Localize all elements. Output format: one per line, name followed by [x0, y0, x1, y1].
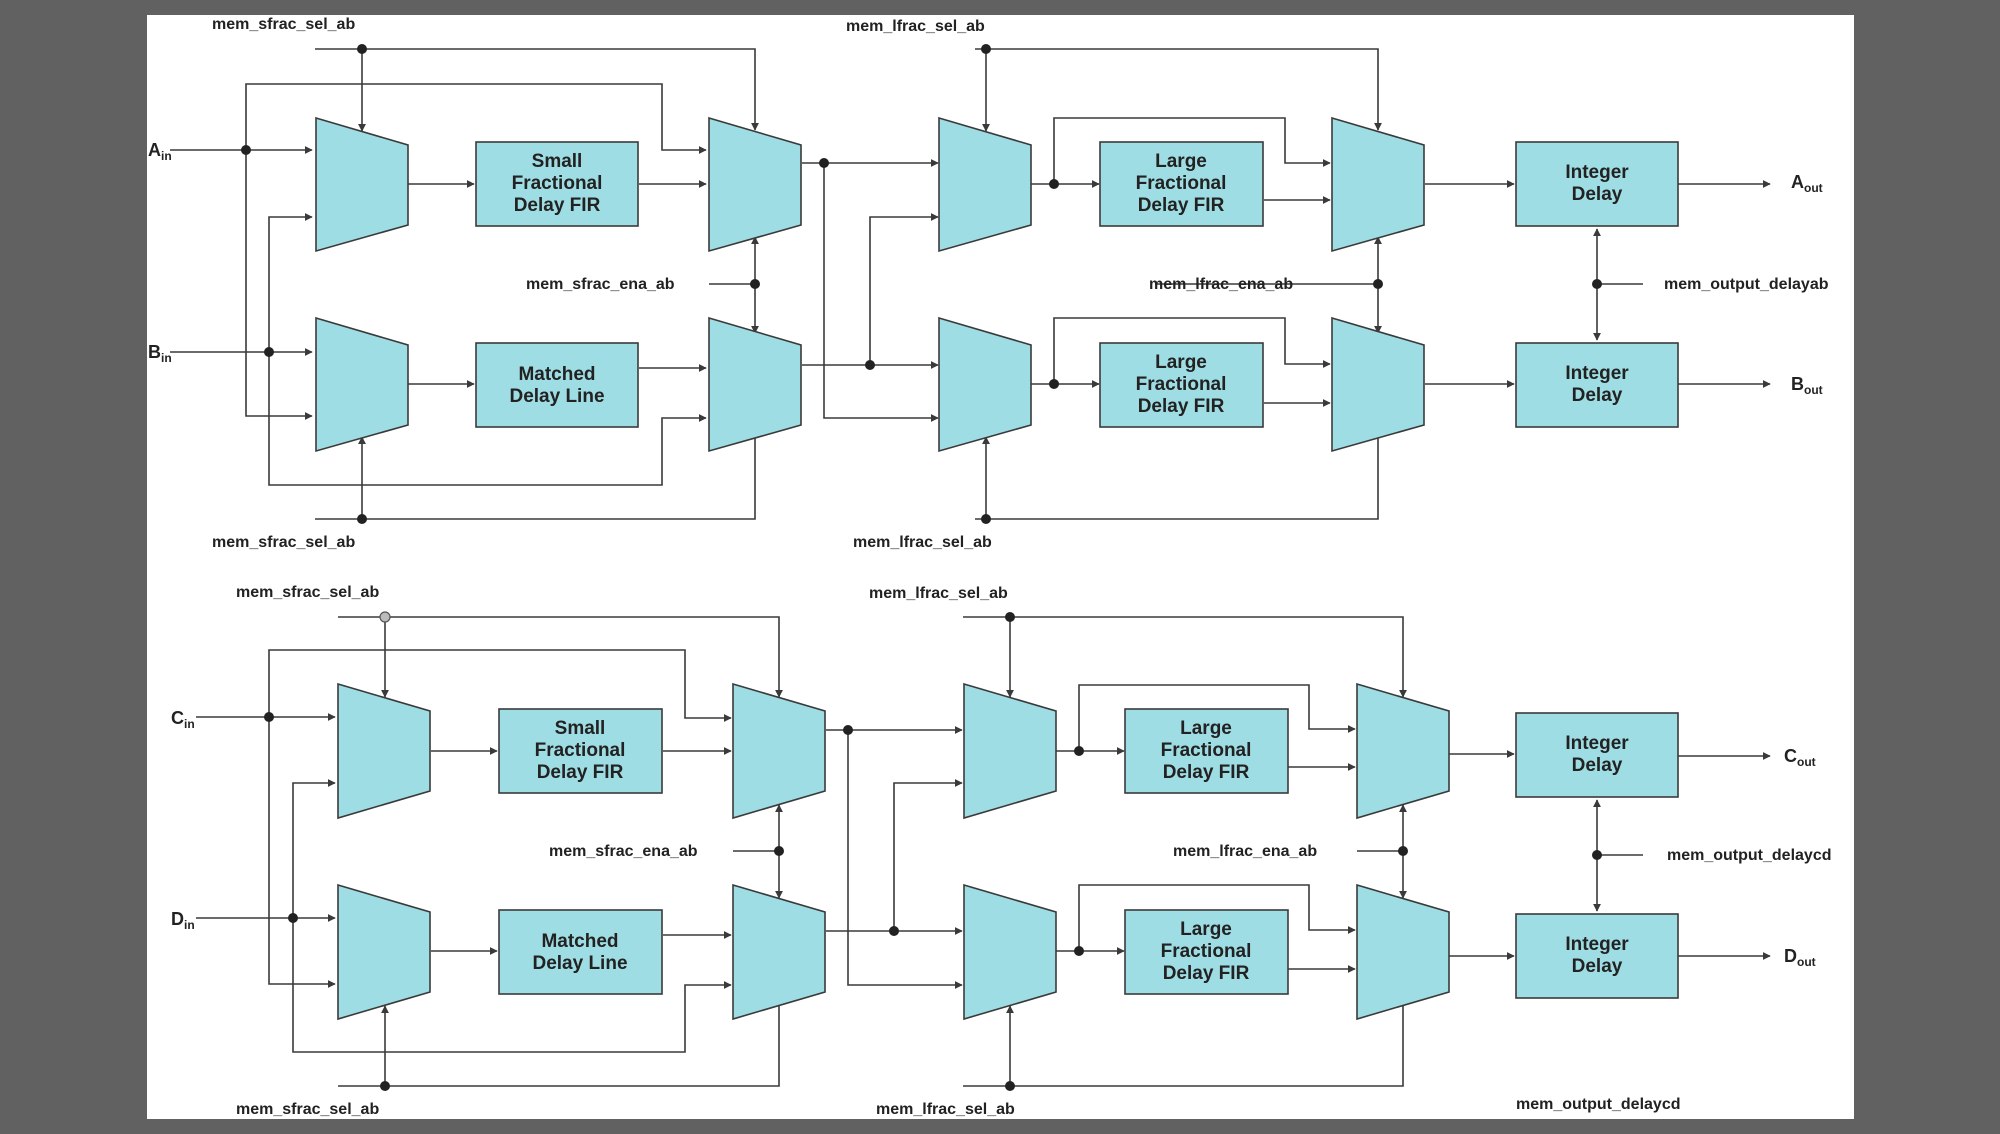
small-fir-line1: Small — [532, 151, 583, 172]
large-fir-d-line3: Delay FIR — [1163, 963, 1250, 984]
small-fir-cd-line1: Small — [555, 718, 606, 739]
bottom-signal-labels: mem_sfrac_sel_ab mem_lfrac_sel_ab mem_sf… — [171, 584, 1831, 1118]
matched-delay-cd-block — [498, 909, 663, 995]
bottom-block-labels: Small Fractional Delay FIR Matched Delay… — [532, 718, 1629, 984]
mux-d-sfrac — [732, 883, 826, 1021]
int-a-line2: Delay — [1572, 184, 1623, 205]
int-b-line1: Integer — [1565, 363, 1629, 384]
port-c-in: Cin — [171, 708, 195, 731]
mux-b-sfrac — [708, 316, 802, 453]
sel-lfrac-top-label: mem_lfrac_sel_ab — [846, 18, 985, 35]
ena-lfrac-cd-label: mem_lfrac_ena_ab — [1173, 843, 1317, 860]
port-a-in: Ain — [148, 140, 172, 163]
small-fir-cd-line2: Fractional — [535, 740, 626, 761]
large-fir-b-line3: Delay FIR — [1138, 396, 1225, 417]
mux-a-in — [315, 116, 409, 253]
mux-d-lfrac-out — [1356, 883, 1450, 1021]
integer-delay-a-block — [1515, 141, 1679, 227]
matched-line2: Delay Line — [509, 386, 604, 407]
port-a-out: Aout — [1791, 172, 1823, 195]
ena-lfrac-label: mem_lfrac_ena_ab — [1149, 276, 1293, 293]
bottom-junction-dots — [264, 611, 1602, 1091]
mux-d-in — [337, 883, 431, 1021]
int-d-line2: Delay — [1572, 956, 1623, 977]
port-c-out: Cout — [1784, 746, 1816, 769]
mux-a-sfrac — [708, 116, 802, 253]
large-fir-a-line2: Fractional — [1136, 173, 1227, 194]
large-fir-c-line2: Fractional — [1161, 740, 1252, 761]
matched-cd-line2: Delay Line — [532, 953, 627, 974]
port-d-in: Din — [171, 909, 195, 932]
large-fir-b-line2: Fractional — [1136, 374, 1227, 395]
mux-c-lfrac-in — [963, 682, 1057, 820]
mux-a-lfrac-out — [1331, 116, 1425, 253]
int-a-line1: Integer — [1565, 162, 1629, 183]
large-fir-d-line1: Large — [1180, 919, 1232, 940]
large-fir-a-block — [1099, 141, 1264, 227]
top-section: Small Fractional Delay FIR Matched Delay… — [148, 16, 1829, 551]
int-c-line2: Delay — [1572, 755, 1623, 776]
small-fir-cd-line3: Delay FIR — [537, 762, 624, 783]
sel-lfrac-bottom-cd-label: mem_lfrac_sel_ab — [876, 1101, 1015, 1118]
sel-sfrac-top-cd-label: mem_sfrac_sel_ab — [236, 584, 379, 601]
int-d-line1: Integer — [1565, 934, 1629, 955]
large-fir-b-block — [1099, 342, 1264, 428]
matched-delay-block — [475, 342, 639, 428]
integer-delay-c-block — [1515, 712, 1679, 798]
top-block-labels: Small Fractional Delay FIR Matched Delay… — [509, 151, 1629, 417]
small-fir-line3: Delay FIR — [514, 195, 601, 216]
large-fir-c-line3: Delay FIR — [1163, 762, 1250, 783]
mux-b-lfrac-out — [1331, 316, 1425, 453]
output-delay-label: mem_output_delayab — [1664, 276, 1829, 293]
sel-lfrac-bottom-label: mem_lfrac_sel_ab — [853, 534, 992, 551]
top-blocks — [475, 141, 1679, 428]
sel-sfrac-top-label: mem_sfrac_sel_ab — [212, 16, 355, 33]
large-fir-a-line3: Delay FIR — [1138, 195, 1225, 216]
mux-c-sfrac — [732, 682, 826, 820]
ena-sfrac-cd-label: mem_sfrac_ena_ab — [549, 843, 698, 860]
small-fir-line2: Fractional — [512, 173, 603, 194]
top-mux-shapes — [315, 116, 1425, 453]
mux-b-in — [315, 316, 409, 453]
bottom-blocks — [498, 708, 1679, 999]
small-fir-block — [475, 141, 639, 227]
large-fir-c-block — [1124, 708, 1289, 794]
int-c-line1: Integer — [1565, 733, 1629, 754]
port-d-out: Dout — [1784, 946, 1816, 969]
large-fir-d-line2: Fractional — [1161, 941, 1252, 962]
ena-sfrac-label: mem_sfrac_ena_ab — [526, 276, 675, 293]
matched-cd-line1: Matched — [541, 931, 618, 952]
small-fir-cd-block — [498, 708, 663, 794]
sel-sfrac-bottom-label: mem_sfrac_sel_ab — [212, 534, 355, 551]
port-b-in: Bin — [148, 342, 172, 365]
mux-a-lfrac-in — [938, 116, 1032, 253]
bottom-mux-shapes — [337, 682, 1450, 1021]
integer-delay-d-block — [1515, 913, 1679, 999]
matched-line1: Matched — [518, 364, 595, 385]
port-b-out: Bout — [1791, 374, 1823, 397]
bottom-section: Small Fractional Delay FIR Matched Delay… — [171, 584, 1831, 1118]
top-signal-labels: mem_sfrac_sel_ab mem_lfrac_sel_ab mem_sf… — [148, 16, 1829, 551]
large-fir-b-line1: Large — [1155, 352, 1207, 373]
mux-c-in — [337, 682, 431, 820]
top-junction-dots — [241, 44, 1602, 524]
sel-lfrac-top-cd-label: mem_lfrac_sel_ab — [869, 585, 1008, 602]
large-fir-c-line1: Large — [1180, 718, 1232, 739]
integer-delay-b-block — [1515, 342, 1679, 428]
large-fir-a-line1: Large — [1155, 151, 1207, 172]
mux-b-lfrac-in — [938, 316, 1032, 453]
output-delay-cd-label: mem_output_delaycd — [1667, 847, 1831, 864]
large-fir-d-block — [1124, 909, 1289, 995]
top-wires — [170, 48, 1771, 520]
mux-d-lfrac-in — [963, 883, 1057, 1021]
int-b-line2: Delay — [1572, 385, 1623, 406]
output-delay-cd-bottom-label: mem_output_delaycd — [1516, 1096, 1680, 1113]
mux-c-lfrac-out — [1356, 682, 1450, 820]
sel-sfrac-bottom-cd-label: mem_sfrac_sel_ab — [236, 1101, 379, 1118]
